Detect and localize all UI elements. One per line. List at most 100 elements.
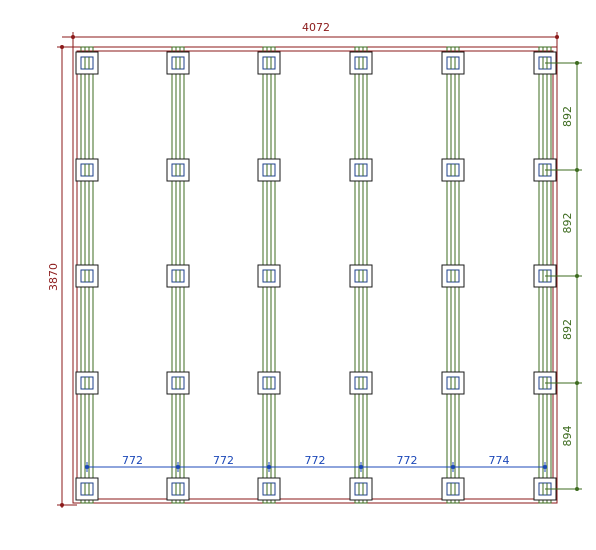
post-inner-square bbox=[262, 269, 276, 283]
post-r2-c3 bbox=[257, 158, 281, 182]
post-inner-square bbox=[354, 163, 368, 177]
post-outer-square bbox=[75, 51, 99, 75]
post-outer-square bbox=[441, 371, 465, 395]
post-inner-square bbox=[262, 163, 276, 177]
post-r1-c1 bbox=[75, 51, 99, 75]
post-outer-square bbox=[441, 51, 465, 75]
row-spacing-label-2: 892 bbox=[561, 213, 574, 234]
post-outer-square bbox=[257, 158, 281, 182]
column-spacing-dot-5 bbox=[451, 465, 455, 469]
row-spacing-dimension: 892 892 892 894 bbox=[545, 61, 582, 491]
post-outer-square bbox=[166, 477, 190, 501]
row-spacing-dot-1 bbox=[575, 61, 579, 65]
post-inner-square bbox=[171, 56, 185, 70]
post-inner-square bbox=[262, 376, 276, 390]
post-outer-square bbox=[75, 371, 99, 395]
deck-outer-rectangle bbox=[72, 46, 558, 504]
width-tick-left bbox=[71, 35, 75, 39]
post-outer-square bbox=[166, 51, 190, 75]
post-r5-c2 bbox=[166, 477, 190, 501]
post-r1-c2 bbox=[166, 51, 190, 75]
width-tick-right bbox=[555, 35, 559, 39]
post-r1-c3 bbox=[257, 51, 281, 75]
post-r1-c4 bbox=[349, 51, 373, 75]
post-r2-c5 bbox=[441, 158, 465, 182]
row-spacing-label-1: 892 bbox=[561, 106, 574, 127]
post-r3-c1 bbox=[75, 264, 99, 288]
post-inner-square bbox=[446, 269, 460, 283]
post-inner-square bbox=[262, 56, 276, 70]
height-tick-top bbox=[60, 45, 64, 49]
post-r2-c4 bbox=[349, 158, 373, 182]
post-inner-square bbox=[354, 376, 368, 390]
column-spacing-label-4: 772 bbox=[397, 454, 418, 467]
post-outer-square bbox=[441, 477, 465, 501]
deck-inner-rectangle bbox=[76, 50, 554, 500]
post-outer-square bbox=[257, 477, 281, 501]
column-spacing-dot-3 bbox=[267, 465, 271, 469]
deck-outline bbox=[72, 46, 558, 504]
row-spacing-dot-2 bbox=[575, 168, 579, 172]
post-outer-square bbox=[257, 371, 281, 395]
post-outer-square bbox=[349, 477, 373, 501]
post-inner-square bbox=[446, 376, 460, 390]
row-spacing-dot-3 bbox=[575, 274, 579, 278]
posts bbox=[75, 51, 557, 501]
post-outer-square bbox=[75, 477, 99, 501]
post-r5-c4 bbox=[349, 477, 373, 501]
post-r5-c5 bbox=[441, 477, 465, 501]
post-outer-square bbox=[257, 264, 281, 288]
post-outer-square bbox=[166, 264, 190, 288]
post-r3-c3 bbox=[257, 264, 281, 288]
post-r2-c2 bbox=[166, 158, 190, 182]
post-r3-c2 bbox=[166, 264, 190, 288]
post-outer-square bbox=[349, 371, 373, 395]
post-inner-square bbox=[262, 482, 276, 496]
column-spacing-label-1: 772 bbox=[122, 454, 143, 467]
post-r4-c2 bbox=[166, 371, 190, 395]
post-r5-c1 bbox=[75, 477, 99, 501]
post-inner-square bbox=[80, 376, 94, 390]
joists bbox=[80, 46, 552, 504]
post-inner-square bbox=[354, 482, 368, 496]
post-inner-square bbox=[171, 163, 185, 177]
post-r5-c3 bbox=[257, 477, 281, 501]
column-spacing-dot-4 bbox=[359, 465, 363, 469]
post-outer-square bbox=[75, 158, 99, 182]
post-outer-square bbox=[166, 371, 190, 395]
post-inner-square bbox=[354, 269, 368, 283]
post-inner-square bbox=[446, 482, 460, 496]
post-inner-square bbox=[80, 269, 94, 283]
row-spacing-label-4: 894 bbox=[561, 426, 574, 447]
post-inner-square bbox=[171, 269, 185, 283]
row-spacing-dot-4 bbox=[575, 381, 579, 385]
post-outer-square bbox=[349, 51, 373, 75]
post-inner-square bbox=[446, 163, 460, 177]
column-spacing-label-2: 772 bbox=[213, 454, 234, 467]
column-spacing-dot-1 bbox=[85, 465, 89, 469]
post-outer-square bbox=[349, 158, 373, 182]
post-r2-c1 bbox=[75, 158, 99, 182]
post-r3-c4 bbox=[349, 264, 373, 288]
post-inner-square bbox=[446, 56, 460, 70]
column-spacing-dot-2 bbox=[176, 465, 180, 469]
overall-width-dimension: 4072 bbox=[62, 21, 559, 47]
overall-width-label: 4072 bbox=[302, 21, 330, 34]
post-r4-c1 bbox=[75, 371, 99, 395]
overall-height-label: 3870 bbox=[47, 263, 60, 291]
post-outer-square bbox=[441, 264, 465, 288]
post-inner-square bbox=[80, 56, 94, 70]
post-r4-c3 bbox=[257, 371, 281, 395]
post-outer-square bbox=[257, 51, 281, 75]
row-spacing-dot-5 bbox=[575, 487, 579, 491]
post-inner-square bbox=[354, 56, 368, 70]
column-spacing-dot-6 bbox=[543, 465, 547, 469]
height-tick-bottom bbox=[60, 503, 64, 507]
row-spacing-label-3: 892 bbox=[561, 319, 574, 340]
post-r1-c5 bbox=[441, 51, 465, 75]
post-r4-c5 bbox=[441, 371, 465, 395]
post-r3-c5 bbox=[441, 264, 465, 288]
post-outer-square bbox=[75, 264, 99, 288]
